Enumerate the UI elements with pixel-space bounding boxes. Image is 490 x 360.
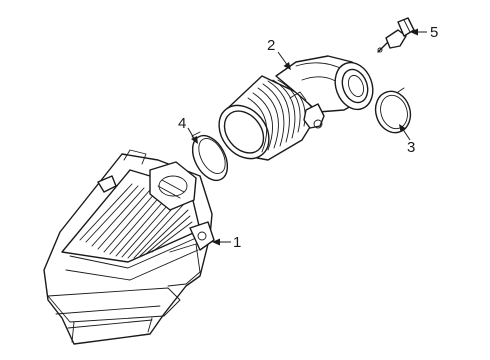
clamp-ring-right <box>374 87 412 134</box>
air-cleaner-housing <box>43 149 215 345</box>
callout-3: 3 <box>407 139 415 156</box>
callout-1: 1 <box>233 234 241 251</box>
callout-leaders <box>187 28 427 246</box>
callout-2: 2 <box>267 37 275 54</box>
callout-5: 5 <box>430 24 438 41</box>
intake-duct <box>218 55 374 161</box>
callout-4: 4 <box>178 115 186 132</box>
sensor-connector <box>377 17 415 53</box>
